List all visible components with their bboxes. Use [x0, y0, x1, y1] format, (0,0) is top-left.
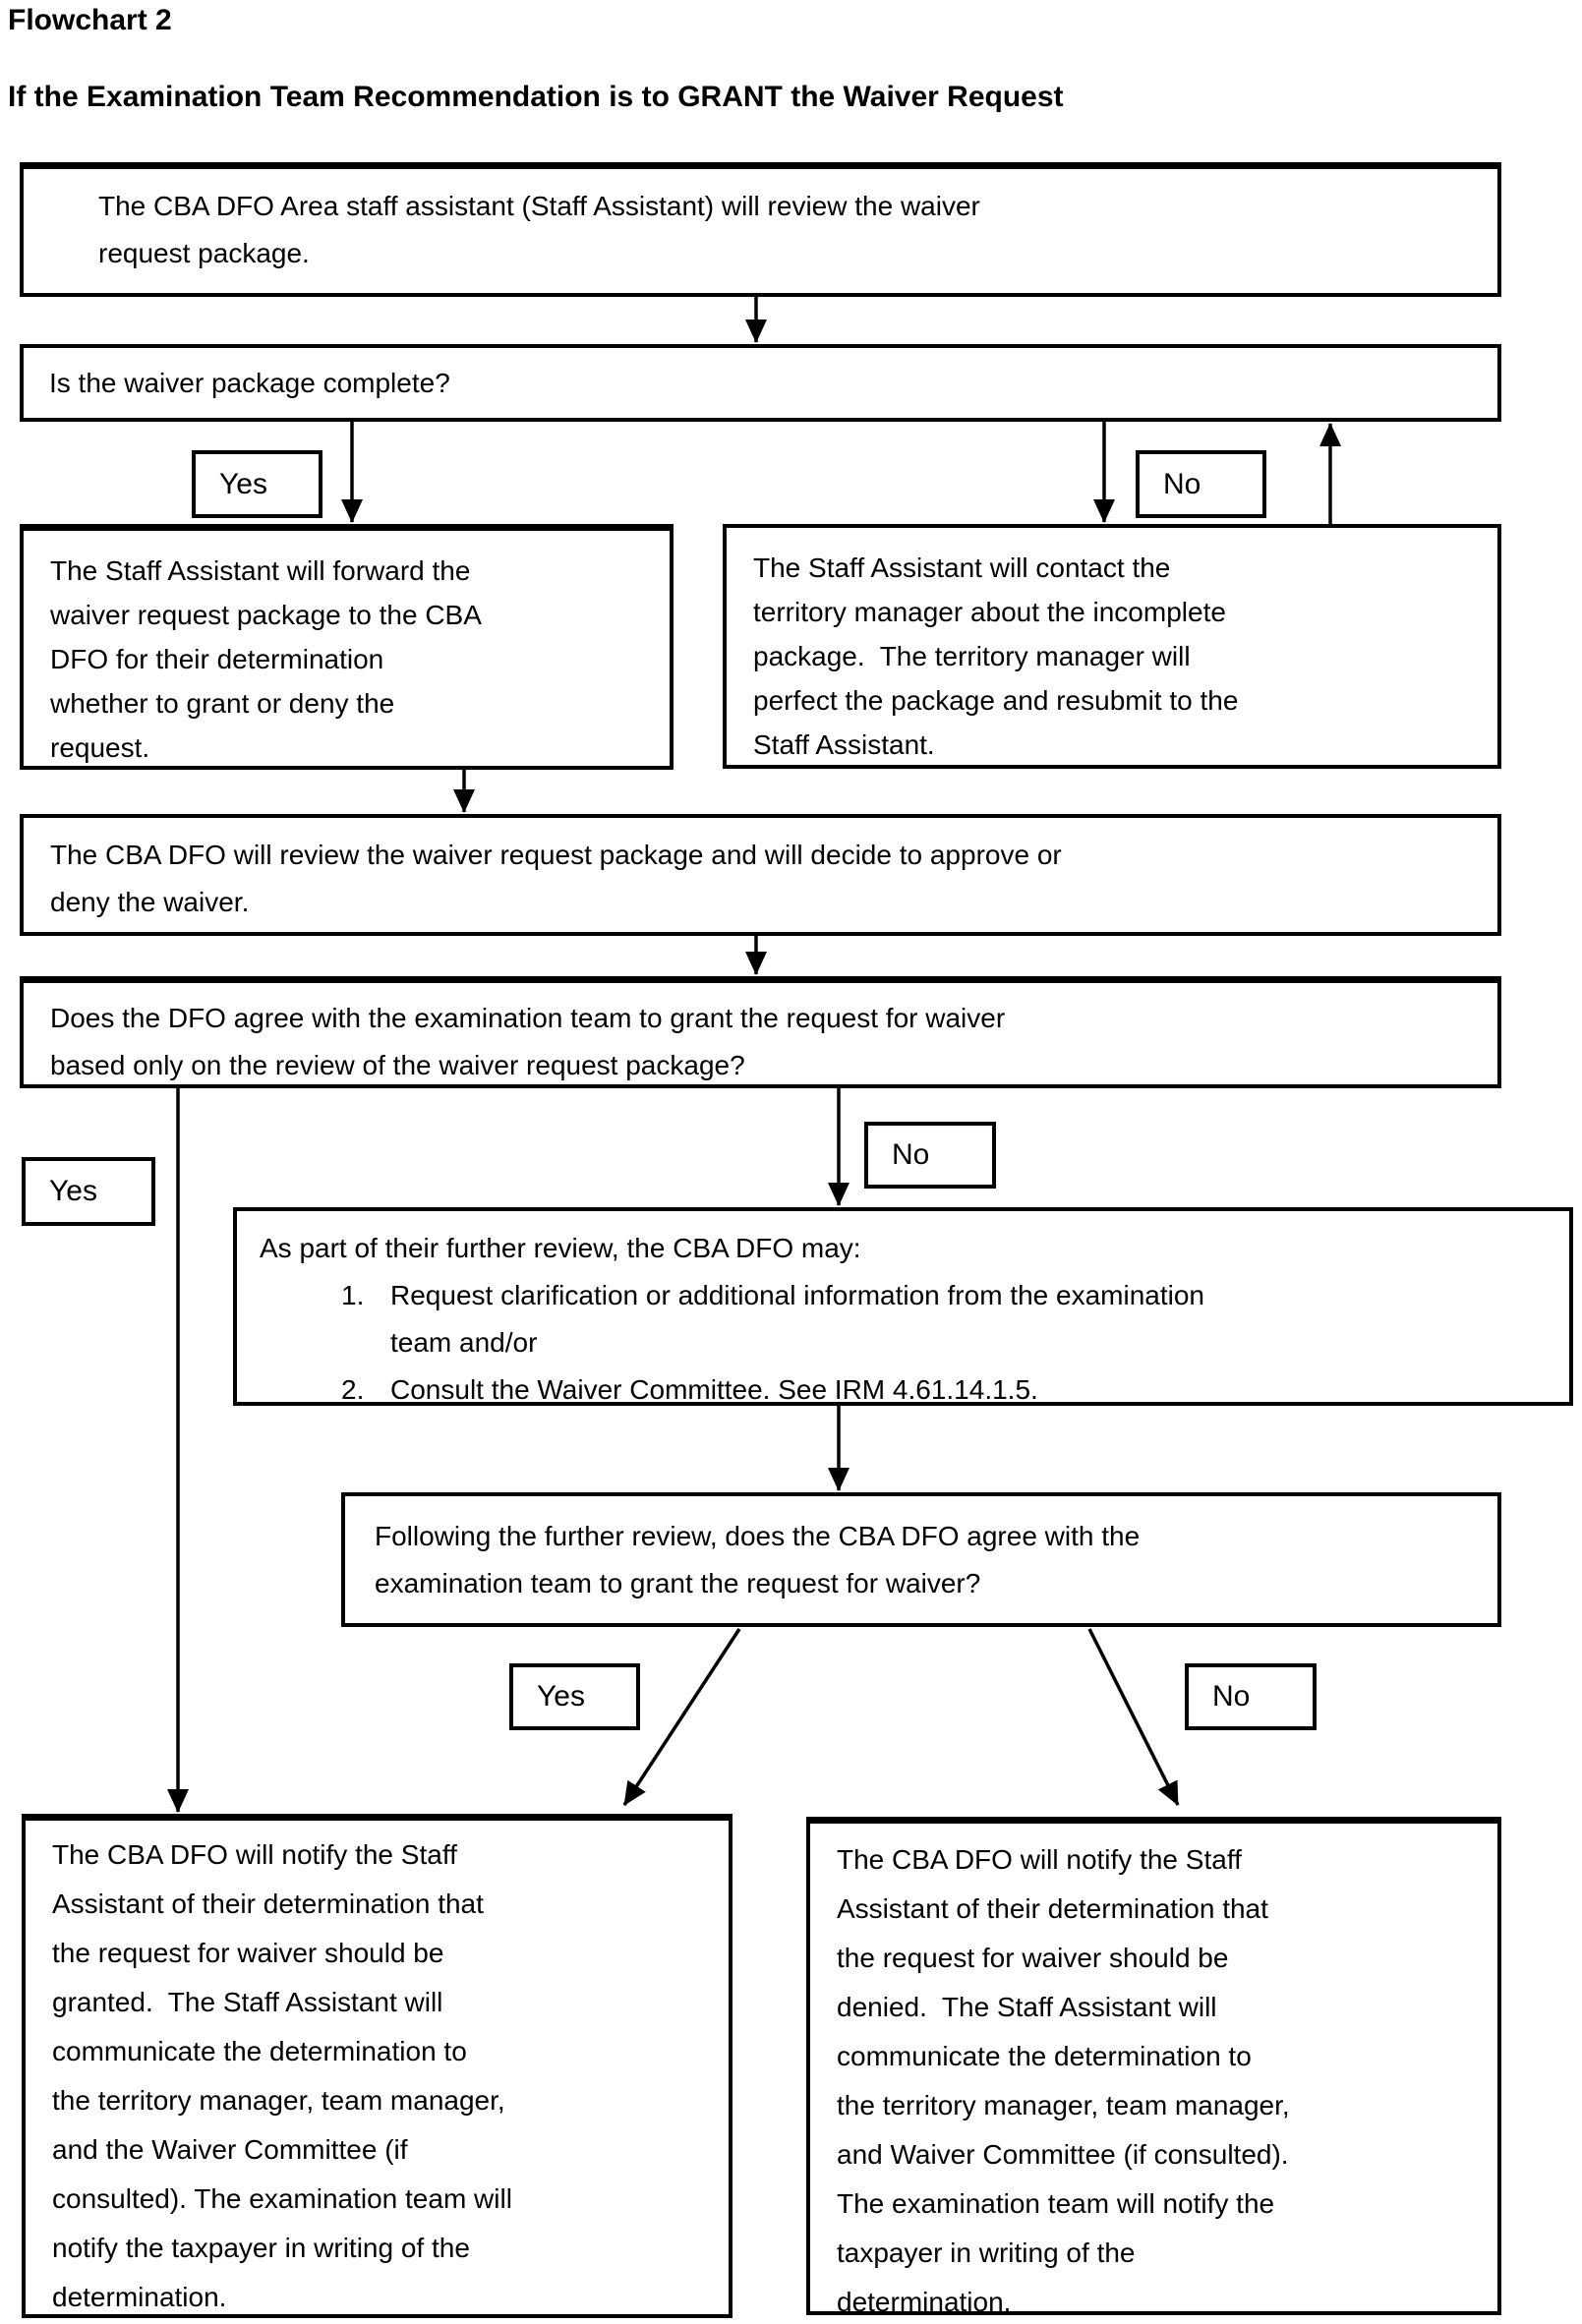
node-package-complete-text: Is the waiver package complete?: [49, 368, 450, 398]
label-yes-2: Yes: [22, 1157, 155, 1226]
list-number: 1.: [341, 1280, 365, 1310]
label-no-3: No: [1185, 1663, 1317, 1730]
node-further-review: As part of their further review, the CBA…: [233, 1207, 1573, 1406]
page-title: Flowchart 2: [8, 4, 172, 36]
arrow-following-yes-to-granted: [622, 1628, 741, 1806]
node-dfo-review: The CBA DFO will review the waiver reque…: [20, 814, 1501, 936]
further-review-item-2: 2. Consult the Waiver Committee. See IRM…: [260, 1366, 1553, 1405]
label-no-2: No: [864, 1122, 996, 1189]
list-number: 2.: [341, 1374, 365, 1405]
label-yes-1: Yes: [192, 450, 322, 518]
node-dfo-agree: Does the DFO agree with the examination …: [20, 976, 1501, 1088]
further-review-item-1: 1. Request clarification or additional i…: [260, 1272, 1553, 1366]
arrow-following-no-to-denied: [1087, 1628, 1180, 1806]
further-review-intro: As part of their further review, the CBA…: [260, 1233, 861, 1263]
label-yes-3: Yes: [509, 1663, 640, 1730]
label-no-1: No: [1136, 450, 1266, 518]
flowchart-heading: If the Examination Team Recommendation i…: [8, 81, 1064, 113]
node-following-review: Following the further review, does the C…: [341, 1492, 1501, 1627]
node-package-complete: Is the waiver package complete?: [20, 344, 1501, 422]
node-staff-review: The CBA DFO Area staff assistant (Staff …: [20, 162, 1501, 297]
